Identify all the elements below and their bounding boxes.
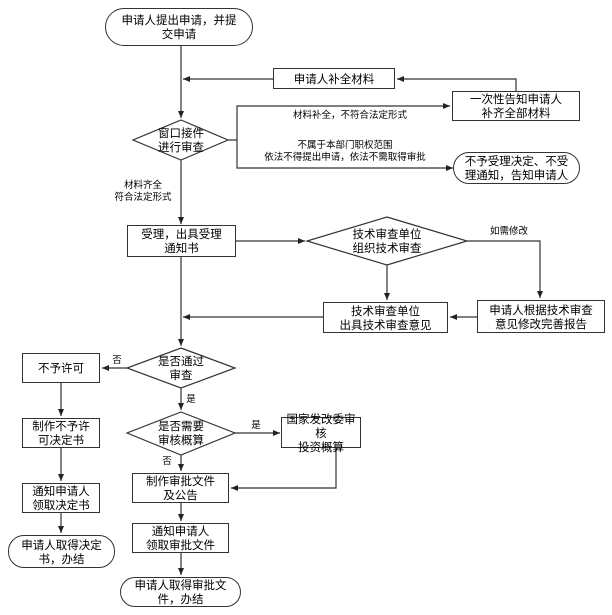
end-deny-node: 申请人取得决定 书，办结: [8, 535, 115, 568]
make-deny-decision-node: 制作不予许 可决定书: [22, 418, 100, 448]
notify-approval-node: 通知申请人 领取审批文件: [132, 523, 229, 553]
label-complete: 材料齐全 符合法定形式: [114, 180, 172, 203]
accept-node: 受理，出具受理 通知书: [127, 225, 236, 257]
supplement-materials-node: 申请人补全材料: [273, 68, 395, 89]
revise-report-node: 申请人根据技术审查 意见修改完善报告: [477, 300, 605, 333]
reject-accept-node: 不予受理决定、不受 理通知，告知申请人: [453, 152, 580, 184]
notify-once-node: 一次性告知申请人 补齐全部材料: [452, 91, 580, 121]
make-approval-node: 制作审批文件 及公告: [132, 473, 229, 503]
tech-opinion-node: 技术审查单位 出具技术审查意见: [323, 302, 448, 333]
end-approval-node: 申请人取得审批文 件，办结: [120, 577, 241, 607]
label-incomplete: 材料补全，不符合法定形式: [292, 110, 407, 121]
need-budget-decision: 是否需要 审核概算: [158, 419, 204, 447]
label-yes-pass: 是: [186, 394, 196, 405]
deny-node: 不予许可: [22, 353, 100, 383]
label-if-revise: 如需修改: [489, 226, 528, 237]
pass-review-decision: 是否通过 审查: [158, 354, 204, 382]
notify-deny-node: 通知申请人 领取决定书: [22, 483, 100, 513]
window-review-decision: 窗口接件 进行审查: [158, 126, 204, 154]
start-node: 申请人提出申请，并提 交申请: [105, 8, 253, 46]
ndrc-review-node: 国家发改委审核 投资概算: [281, 412, 361, 454]
label-out-of-scope: 不属于本部门职权范围 依法不得提出申请，依法不需取得审批: [264, 140, 426, 163]
tech-review-decision: 技术审查单位 组织技术审查: [352, 227, 422, 255]
label-no-budget: 否: [162, 456, 172, 467]
label-yes-budget: 是: [251, 420, 261, 431]
label-no-pass: 否: [112, 355, 122, 366]
